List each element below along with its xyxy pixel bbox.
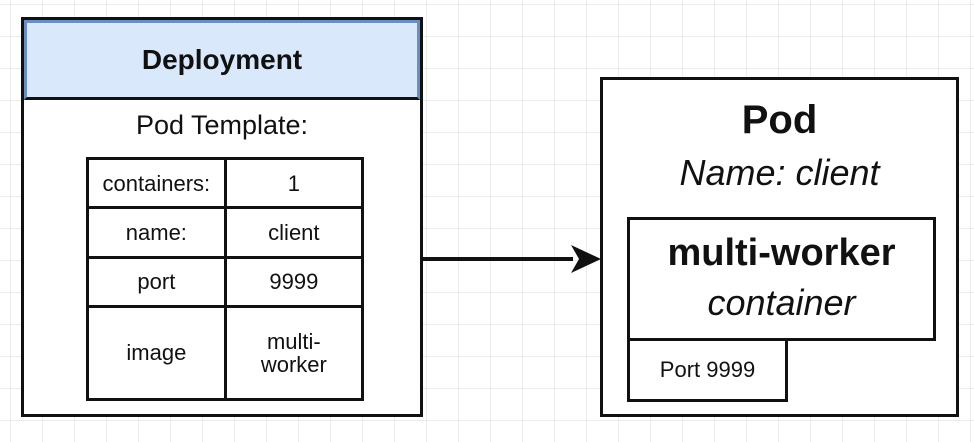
- table-cell-key: containers:: [86, 156, 227, 210]
- table-cell-value: 9999: [223, 255, 365, 308]
- pod-box: Pod Name: client multi-worker container …: [600, 77, 959, 417]
- table-cell-value: 1: [223, 156, 365, 210]
- port-box: Port 9999: [627, 338, 788, 402]
- container-name: multi-worker: [667, 232, 896, 274]
- table-row: image multi- worker: [86, 304, 365, 402]
- connector-arrow: [423, 245, 601, 273]
- table-row: name: client: [86, 206, 365, 259]
- deployment-header: Deployment: [24, 20, 420, 100]
- table-cell-key: port: [86, 255, 227, 308]
- table-cell-value: multi- worker: [223, 304, 365, 402]
- container-type: container: [707, 282, 856, 323]
- pod-template-table: containers: 1 name: client port 9999 ima…: [86, 156, 365, 402]
- table-row: containers: 1: [86, 156, 365, 210]
- pod-name: Name: client: [679, 152, 880, 193]
- table-row: port 9999: [86, 255, 365, 308]
- port-label: Port 9999: [659, 357, 756, 382]
- deployment-box: Deployment Pod Template: containers: 1 n…: [21, 17, 423, 417]
- pod-title: Pod: [741, 98, 818, 142]
- deployment-title: Deployment: [141, 44, 303, 75]
- container-box: multi-worker container: [627, 217, 936, 341]
- table-cell-key: image: [86, 304, 227, 402]
- pod-template-label: Pod Template:: [135, 110, 309, 140]
- table-cell-value: client: [223, 206, 365, 259]
- table-cell-key: name:: [86, 206, 227, 259]
- arrow-head: [571, 245, 601, 273]
